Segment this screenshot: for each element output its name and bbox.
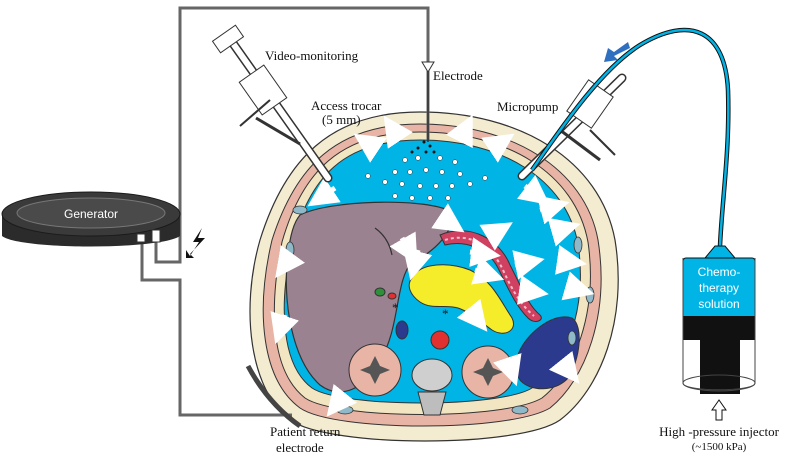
- injector-pressure-label: (~1500 kPa): [692, 441, 747, 453]
- generator-label: Generator: [64, 207, 118, 221]
- access-trocar-label: Access trocar: [311, 98, 382, 113]
- chemo-label-line2: therapy: [699, 281, 739, 295]
- patient-return-label: Patient return: [270, 424, 341, 439]
- patient-return-electrode: [245, 364, 302, 429]
- vertebra: [411, 358, 453, 416]
- flow-arrows: [270, 114, 595, 417]
- kidney-left: [348, 343, 402, 397]
- asterisk-mark: *: [392, 300, 399, 315]
- aerosol-droplets: [365, 155, 488, 201]
- high-pressure-injector: [682, 245, 756, 421]
- access-trocar-size-label: (5 mm): [322, 112, 361, 127]
- video-monitoring-label: Video-monitoring: [265, 48, 359, 63]
- vena-cava: [395, 320, 409, 340]
- abdomen-cross-section: * *: [249, 111, 619, 442]
- generator: [1, 191, 181, 247]
- electrode-circuit: [140, 6, 430, 417]
- micropump-label: Micropump: [497, 99, 558, 114]
- kidney-right: [461, 345, 515, 399]
- flow-direction-arrow-icon: [604, 42, 630, 62]
- patient-return-label-line2: electrode: [276, 440, 324, 455]
- electrode-label: Electrode: [433, 68, 483, 83]
- injector-label: High -pressure injector: [659, 424, 780, 439]
- push-arrow-icon: [711, 399, 727, 421]
- asterisk-mark: *: [442, 306, 449, 321]
- chemo-label-line1: Chemo-: [698, 265, 741, 279]
- lightning-icon: [186, 228, 205, 258]
- generator-port: [151, 229, 161, 243]
- electrode-needle: [421, 61, 435, 73]
- chemo-label-line3: solution: [698, 297, 739, 311]
- electrode-tip-dots: [410, 140, 436, 154]
- access-trocar: [211, 24, 333, 183]
- generator-port: [136, 233, 146, 243]
- aorta: [430, 330, 450, 350]
